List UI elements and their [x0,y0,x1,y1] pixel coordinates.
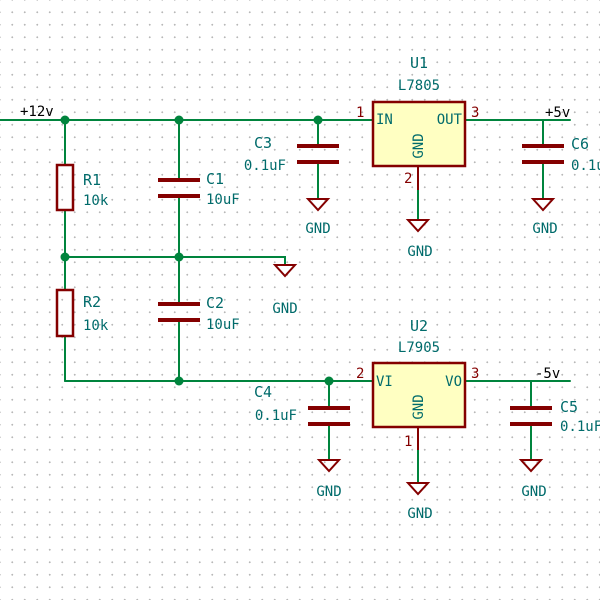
regulator-u1-pin-in-number: 1 [356,105,364,121]
ground-icon [405,219,431,233]
ground-label: GND [407,506,432,522]
junction-dot [60,252,70,262]
capacitor-c5-value: 0.1uF [560,419,600,435]
junction-dot [324,376,334,386]
capacitor-c3-value: 0.1uF [244,158,286,174]
net-label-m5v: -5v [535,366,560,382]
ground-symbol-c4: GND [316,459,342,500]
ground-symbol-c5: GND [518,459,547,500]
ground-label: GND [407,244,432,260]
ground-icon [530,198,556,212]
resistor-r1[interactable]: R1 10k [55,163,109,212]
capacitor-c2-value: 10uF [206,317,240,333]
capacitor-c3-ref: C3 [254,134,272,152]
resistor-r1-body [55,163,75,212]
regulator-u2-value: L7905 [398,340,440,356]
resistor-r2-body [55,288,75,338]
regulator-u1-pin-gnd-number: 2 [404,171,412,187]
ground-label: GND [305,221,330,237]
ground-symbol-u2: GND [405,482,433,522]
ground-label: GND [521,484,546,500]
regulator-u1-body [371,100,467,168]
regulator-u2-ref: U2 [410,317,428,335]
capacitor-c3[interactable]: C3 0.1uF [244,134,339,174]
ground-label: GND [272,301,297,317]
ground-label: GND [316,484,341,500]
regulator-u2-pin-out-number: 3 [471,366,479,382]
regulator-u2-pin-in-number: 2 [356,366,364,382]
wire-mid-gnd [64,256,286,266]
ground-icon [405,482,431,496]
regulator-u1-ref: U1 [410,54,428,72]
capacitor-c4-value: 0.1uF [255,408,297,424]
regulator-u2-pin-out-name: VO [445,374,462,390]
ground-symbol-u1: GND [405,219,433,260]
ground-icon [305,198,331,212]
junction-dot [174,115,184,125]
junction-dot [60,115,70,125]
capacitor-c1[interactable]: C1 10uF [158,170,240,208]
capacitor-c5-ref: C5 [560,398,578,416]
junction-dot [313,115,323,125]
net-label-5v: +5v [545,105,570,121]
ground-icon [518,459,544,473]
resistor-r1-ref: R1 [83,171,101,189]
junctions [60,115,334,386]
capacitor-c5[interactable]: C5 0.1uF [510,398,600,435]
regulator-u2[interactable]: U2 L7905 VI VO GND 2 3 1 [356,317,479,450]
capacitor-c1-ref: C1 [206,170,224,188]
regulator-u1-pin-out-name: OUT [437,112,463,128]
capacitor-c4-ref: C4 [254,383,272,401]
capacitor-c4[interactable]: C4 0.1uF [254,383,350,426]
resistor-r1-value: 10k [83,193,109,209]
regulator-u2-pin-in-name: VI [376,374,393,390]
ground-symbol-mid: GND [272,264,298,317]
regulator-u1-pin-gnd-name: GND [411,133,427,158]
capacitor-c2-ref: C2 [206,294,224,312]
regulator-u2-pin-gnd-name: GND [411,394,427,419]
ground-icon [316,459,342,473]
regulator-u2-body [371,361,467,429]
regulator-u1[interactable]: U1 L7805 IN OUT GND 1 3 2 [356,54,479,190]
ground-symbol-c3: GND [305,198,331,237]
ground-symbol-c6: GND [530,198,558,237]
regulator-u1-value: L7805 [398,78,440,94]
junction-dot [174,252,184,262]
regulator-u1-pin-in-name: IN [376,112,393,128]
capacitor-c6-ref: C6 [571,135,589,153]
capacitor-c6-value: 0.1uF [571,158,600,174]
regulator-u2-pin-gnd-number: 1 [404,434,412,450]
ground-icon [272,264,298,278]
resistor-r2[interactable]: R2 10k [55,288,109,338]
net-label-12v: +12v [20,104,54,120]
capacitor-c2[interactable]: C2 10uF [158,294,240,333]
capacitor-c6[interactable]: C6 0.1uF [522,135,600,174]
resistor-r2-ref: R2 [83,293,101,311]
capacitor-c1-value: 10uF [206,192,240,208]
junction-dot [174,376,184,386]
ground-label: GND [532,221,557,237]
regulator-u1-pin-out-number: 3 [471,105,479,121]
resistor-r2-value: 10k [83,318,109,334]
